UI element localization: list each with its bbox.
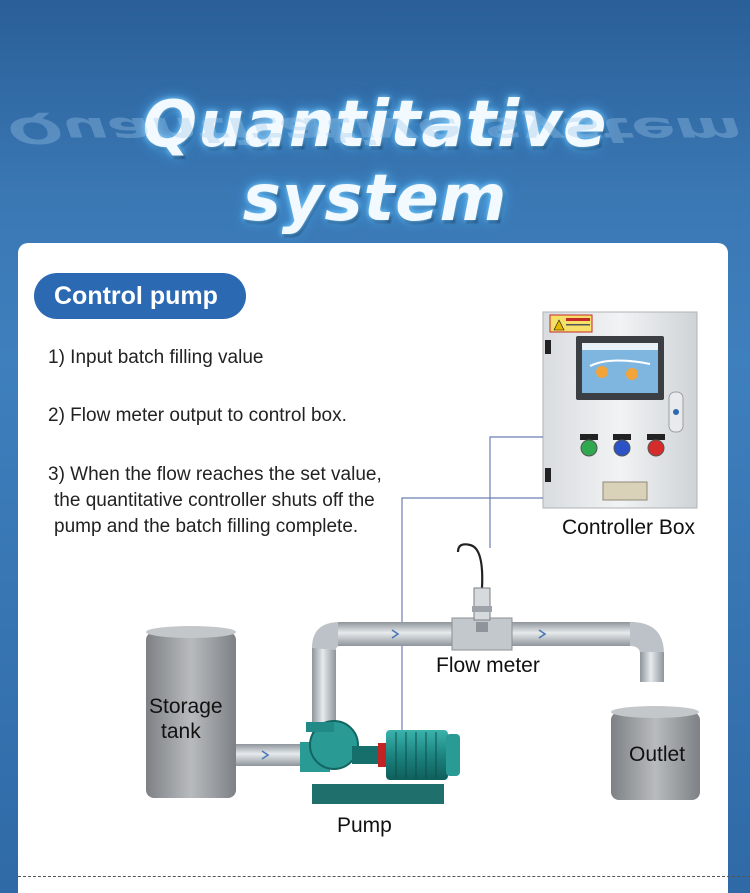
pump-assembly bbox=[300, 720, 460, 804]
sensor-cable bbox=[456, 543, 484, 589]
green-button-icon bbox=[580, 434, 598, 457]
bottom-divider bbox=[18, 876, 750, 877]
storage-tank bbox=[146, 626, 236, 798]
step-3-line-2: the quantitative controller shuts off th… bbox=[54, 490, 375, 511]
pump-label: Pump bbox=[337, 814, 392, 837]
step-2: 2) Flow meter output to control box. bbox=[48, 403, 347, 429]
controller-box bbox=[542, 311, 698, 509]
step-3: 3) When the flow reaches the set value, … bbox=[48, 462, 382, 540]
storage-tank-label-line-2: tank bbox=[161, 720, 201, 743]
signal-lines bbox=[401, 436, 543, 730]
blue-button-icon bbox=[613, 434, 631, 457]
warning-label-icon bbox=[549, 314, 593, 333]
step-1-line: 1) Input batch filling value bbox=[48, 347, 264, 368]
flow-meter bbox=[451, 587, 513, 651]
storage-tank-label-line-1: Storage bbox=[149, 695, 223, 718]
flow-arrow-icon bbox=[261, 629, 547, 760]
outlet-label: Outlet bbox=[629, 743, 686, 766]
flow-meter-label: Flow meter bbox=[436, 654, 540, 677]
section-badge: Control pump bbox=[34, 273, 246, 319]
outlet-tank bbox=[611, 706, 700, 800]
touchscreen-icon bbox=[576, 336, 664, 400]
step-1: 1) Input batch filling value bbox=[48, 345, 263, 371]
step-2-line: 2) Flow meter output to control box. bbox=[48, 405, 347, 426]
red-button-icon bbox=[647, 434, 665, 457]
step-3-line-1: 3) When the flow reaches the set value, bbox=[48, 464, 382, 485]
controller-box-label: Controller Box bbox=[562, 516, 696, 539]
page-title: Quantitative system bbox=[142, 88, 608, 236]
step-3-line-3: pump and the batch filling complete. bbox=[54, 516, 359, 537]
